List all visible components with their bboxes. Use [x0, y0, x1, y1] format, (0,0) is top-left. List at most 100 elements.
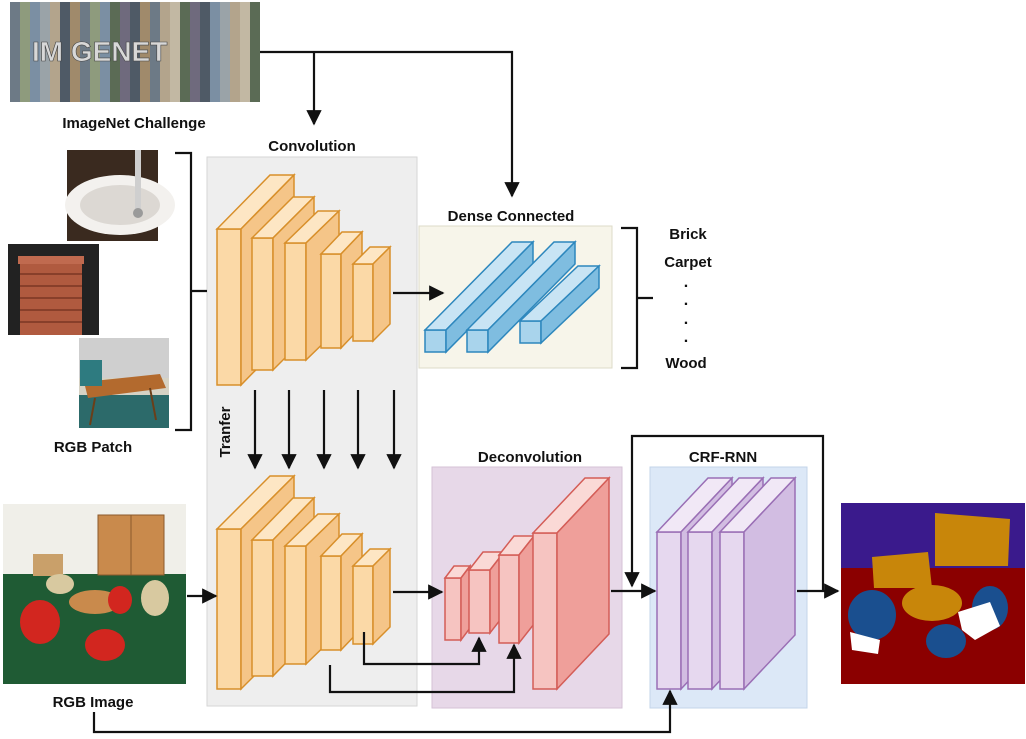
mosaic-tile — [230, 22, 240, 32]
mosaic-tile — [190, 32, 200, 42]
mosaic-tile — [180, 72, 190, 82]
mosaic-tile — [90, 92, 100, 102]
mosaic-tile — [150, 92, 160, 102]
mosaic-tile — [70, 72, 80, 82]
mosaic-tile — [30, 42, 40, 52]
mosaic-tile — [150, 62, 160, 72]
mosaic-tile — [230, 12, 240, 22]
mosaic-tile — [250, 2, 260, 12]
mosaic-tile — [190, 72, 200, 82]
mosaic-tile — [90, 22, 100, 32]
mosaic-tile — [10, 62, 20, 72]
mosaic-tile — [200, 42, 210, 52]
mosaic-tile — [130, 72, 140, 82]
mosaic-tile — [150, 82, 160, 92]
mosaic-tile — [170, 62, 180, 72]
mosaic-tile — [30, 12, 40, 22]
mosaic-tile — [110, 22, 120, 32]
mosaic-tile — [30, 82, 40, 92]
class-dot-4: . — [684, 329, 688, 346]
mosaic-tile — [140, 2, 150, 12]
mosaic-tile — [230, 92, 240, 102]
mosaic-tile — [140, 52, 150, 62]
mosaic-tile — [90, 82, 100, 92]
mosaic-tile — [130, 22, 140, 32]
mosaic-tile — [250, 12, 260, 22]
mosaic-tile — [210, 92, 220, 102]
mosaic-tile — [70, 12, 80, 22]
mosaic-tile — [40, 32, 50, 42]
deconv-stack — [443, 476, 611, 691]
mosaic-tile — [250, 52, 260, 62]
mosaic-tile — [30, 62, 40, 72]
conv-stack-bottom — [215, 474, 392, 691]
mosaic-tile — [250, 62, 260, 72]
mosaic-tile — [240, 62, 250, 72]
mosaic-tile — [220, 82, 230, 92]
mosaic-tile — [240, 72, 250, 82]
mosaic-tile — [230, 72, 240, 82]
mosaic-tile — [110, 42, 120, 52]
class-label-brick: Brick — [669, 226, 707, 243]
mosaic-tile — [190, 22, 200, 32]
mosaic-tile — [170, 32, 180, 42]
mosaic-tile — [200, 82, 210, 92]
mosaic-tile — [10, 92, 20, 102]
mosaic-tile — [200, 32, 210, 42]
mosaic-tile — [50, 42, 60, 52]
mosaic-tile — [190, 62, 200, 72]
mosaic-tile — [50, 22, 60, 32]
mosaic-tile — [120, 32, 130, 42]
mosaic-tile — [200, 22, 210, 32]
mosaic-tile — [150, 32, 160, 42]
mosaic-tile — [220, 62, 230, 72]
mosaic-tile — [210, 82, 220, 92]
mosaic-tile — [210, 2, 220, 12]
mosaic-tile — [40, 62, 50, 72]
mosaic-tile — [30, 22, 40, 32]
mosaic-tile — [220, 22, 230, 32]
mosaic-tile — [190, 92, 200, 102]
mosaic-tile — [130, 32, 140, 42]
mosaic-tile — [120, 52, 130, 62]
mosaic-tile — [160, 52, 170, 62]
mosaic-tile — [80, 52, 90, 62]
mosaic-tile — [210, 12, 220, 22]
mosaic-tile — [130, 62, 140, 72]
mosaic-tile — [50, 32, 60, 42]
connection-arrows — [92, 50, 840, 734]
mosaic-tile — [150, 2, 160, 12]
mosaic-tile — [230, 82, 240, 92]
mosaic-tile — [180, 22, 190, 32]
mosaic-tile — [150, 22, 160, 32]
mosaic-tile — [90, 62, 100, 72]
mosaic-tile — [130, 2, 140, 12]
mosaic-tile — [110, 2, 120, 12]
mosaic-tile — [160, 2, 170, 12]
mosaic-tile — [210, 42, 220, 52]
mosaic-tile — [10, 82, 20, 92]
mosaic-tile — [160, 32, 170, 42]
mosaic-tile — [120, 62, 130, 72]
mosaic-tile — [60, 72, 70, 82]
mosaic-tile — [120, 2, 130, 12]
mosaic-tile — [70, 2, 80, 12]
mosaic-tile — [140, 92, 150, 102]
crf-rnn-label: CRF-RNN — [689, 449, 757, 466]
mosaic-tile — [110, 32, 120, 42]
mosaic-tile — [30, 32, 40, 42]
mosaic-tile — [110, 12, 120, 22]
mosaic-tile — [100, 62, 110, 72]
mosaic-tile — [40, 82, 50, 92]
mosaic-tile — [90, 2, 100, 12]
mosaic-tile — [170, 82, 180, 92]
mosaic-tile — [30, 2, 40, 12]
mosaic-tile — [140, 72, 150, 82]
mosaic-tile — [100, 2, 110, 12]
mosaic-tile — [200, 72, 210, 82]
mosaic-tile — [240, 2, 250, 12]
mosaic-tile — [40, 2, 50, 12]
mosaic-tile — [110, 82, 120, 92]
class-label-carpet: Carpet — [664, 254, 712, 271]
